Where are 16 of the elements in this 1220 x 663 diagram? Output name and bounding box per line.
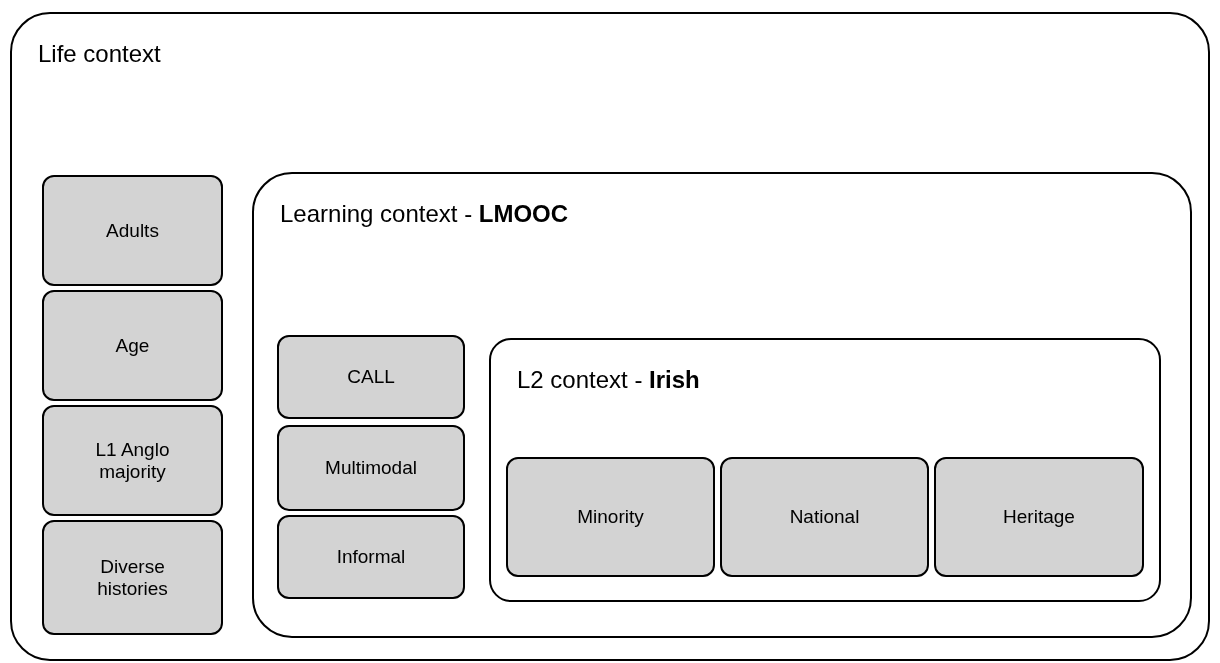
category-box: CALL [277,335,465,419]
context-panel [489,338,1161,602]
category-box: Heritage [934,457,1144,577]
context-panel [10,12,1210,661]
category-box: Minority [506,457,715,577]
category-box: L1 Anglo majority [42,405,223,516]
category-box: Informal [277,515,465,599]
context-panel [252,172,1192,638]
category-box: Multimodal [277,425,465,511]
category-box: Diverse histories [42,520,223,635]
category-box: Adults [42,175,223,286]
category-box: Age [42,290,223,401]
category-box: National [720,457,929,577]
panel-heading: Learning context - LMOOC [280,200,569,228]
panel-heading: L2 context - Irish [517,366,700,394]
panel-heading: Life context [38,40,161,68]
